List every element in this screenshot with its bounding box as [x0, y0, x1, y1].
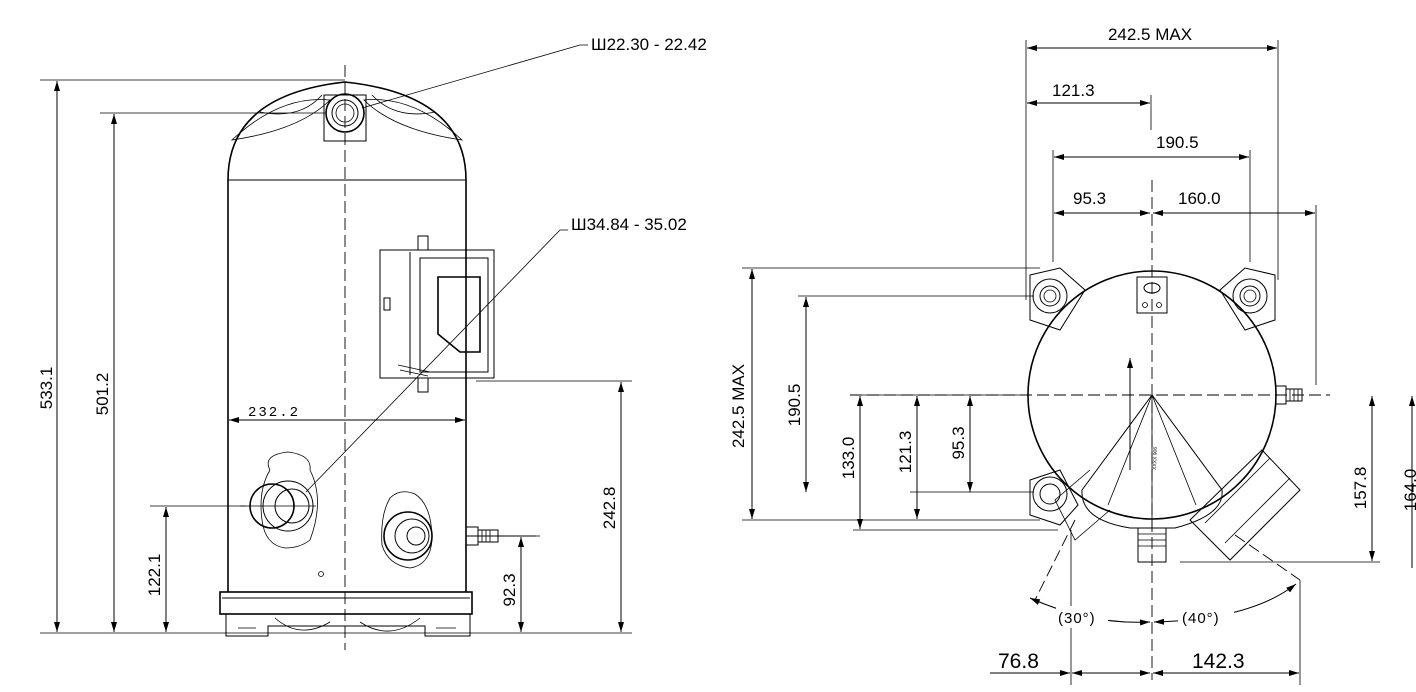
dim-width-max: 242.5 MAX	[1108, 25, 1192, 44]
dim-height-501-2: 501.2	[93, 373, 112, 416]
dim-y-157-8: 157.8	[1351, 467, 1370, 510]
top-view: XXXX 906 242.5 MAX 121.3 190.5 95.3 160.…	[729, 25, 1416, 685]
electrical-box	[379, 235, 495, 393]
suction-side-fitting	[318, 491, 433, 577]
dim-y-95-3: 95.3	[949, 426, 968, 459]
dim-height-92-3: 92.3	[500, 573, 519, 606]
marking-text: XXXX 906	[1152, 447, 1159, 470]
dim-y-121-3: 121.3	[896, 431, 915, 474]
dim-height-533-1: 533.1	[37, 367, 56, 410]
side-view: 533.1 501.2 122.1 92.3 242.8 232.2 Ш22.3…	[37, 35, 707, 650]
compressor-body	[219, 81, 473, 637]
discharge-cone: XXXX 906	[1054, 358, 1301, 563]
dim-diameter-232-2: 232.2	[248, 405, 300, 421]
dim-x-160-0: 160.0	[1178, 189, 1221, 208]
dim-x-121-3: 121.3	[1052, 81, 1095, 100]
dim-height-122-1: 122.1	[145, 554, 164, 597]
dim-y-190-5: 190.5	[785, 384, 804, 427]
label-connection-side: Ш34.84 - 35.02	[571, 215, 687, 234]
angle-right: (40°)	[1182, 610, 1220, 627]
discharge-fitting	[240, 451, 318, 549]
dim-depth-max: 242.5 MAX	[729, 364, 748, 448]
label-connection-top: Ш22.30 - 22.42	[591, 35, 707, 54]
dim-bottom-76-8: 76.8	[998, 650, 1039, 673]
dim-x-190-5: 190.5	[1156, 133, 1199, 152]
dim-y-164-0: 164.0	[1401, 469, 1416, 512]
dim-y-133-0: 133.0	[839, 437, 858, 480]
dim-x-95-3: 95.3	[1073, 189, 1106, 208]
dim-bottom-142-3: 142.3	[1192, 650, 1245, 673]
angle-left: (30°)	[1058, 610, 1096, 627]
dim-height-242-8: 242.8	[600, 487, 619, 530]
